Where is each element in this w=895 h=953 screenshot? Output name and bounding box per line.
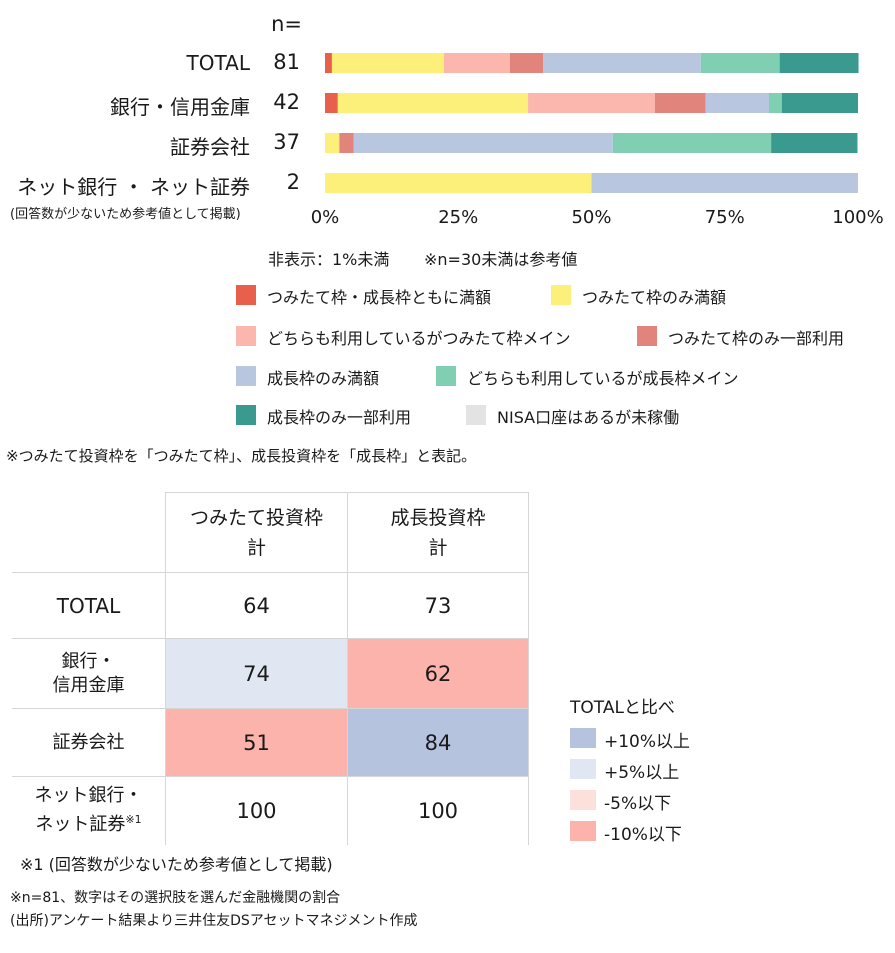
- bar-segment: [705, 93, 769, 113]
- legend-label: どちらも利用しているがつみたて枠メイン: [267, 329, 571, 348]
- bar-segment: [591, 173, 858, 193]
- legend-swatch: [236, 285, 256, 305]
- legend-label: つみたて枠のみ満額: [582, 288, 727, 307]
- x-tick-label: 50%: [571, 207, 612, 228]
- legend-swatch: [236, 326, 256, 346]
- row-label: ネット銀行 ・ ネット証券: [17, 175, 250, 199]
- table-cell: 51: [165, 708, 348, 777]
- bar-segment: [325, 53, 332, 73]
- legend-label: 成長枠のみ満額: [267, 369, 380, 388]
- bar-segment: [768, 93, 782, 113]
- x-tick-label: 75%: [704, 207, 745, 228]
- table-cell: 100: [347, 776, 529, 845]
- table-header-tsumitate: つみたて投資枠計: [165, 492, 348, 573]
- bar-segment: [612, 133, 772, 153]
- n-header: n=: [271, 12, 302, 36]
- shade-legend-label: -5%以下: [604, 794, 672, 814]
- bar-segment: [700, 53, 780, 73]
- footnote-marker: ※1: [125, 813, 142, 827]
- legend-label: 成長枠のみ一部利用: [267, 408, 412, 427]
- row-n-value: 42: [273, 90, 300, 114]
- table-header-seicho: 成長投資枠計: [347, 492, 529, 573]
- bar-segment: [542, 53, 701, 73]
- bar-segment: [325, 173, 592, 193]
- chart-footnote: ※つみたて投資枠を「つみたて枠」、成長投資枠を「成長枠」と表記。: [6, 447, 477, 465]
- shade-legend-label: +10%以上: [604, 732, 691, 752]
- bar-segment: [781, 93, 858, 113]
- bar-segment: [325, 133, 340, 153]
- bar-segment: [331, 53, 444, 73]
- legend-swatch: [236, 366, 256, 386]
- bar-segment: [353, 133, 613, 153]
- legend-label: つみたて枠のみ一部利用: [668, 329, 845, 348]
- legend-swatch: [236, 405, 256, 425]
- bar-segment: [337, 93, 529, 113]
- stacked-bar-chart: [325, 53, 859, 193]
- bar-segment: [325, 93, 338, 113]
- shade-legend-swatch: [570, 759, 596, 779]
- bar-segment: [509, 53, 543, 73]
- row-sublabel: (回答数が少ないため参考値として掲載): [10, 207, 241, 222]
- legend-label: NISA口座はあるが未稼働: [497, 408, 680, 427]
- table-cell: 73: [347, 572, 529, 639]
- shade-legend-label: +5%以上: [604, 763, 680, 783]
- legend-label: つみたて枠・成長枠ともに満額: [267, 288, 492, 307]
- table-corner: [12, 492, 166, 573]
- summary-table: つみたて投資枠計 成長投資枠計 TOTAL 64 73 銀行・信用金庫 74 6…: [12, 492, 529, 845]
- table-row-label-text: ネット銀行・ネット証券: [34, 785, 143, 836]
- bar-segment: [443, 53, 510, 73]
- table-row-label: 銀行・信用金庫: [12, 638, 166, 709]
- x-tick-label: 0%: [310, 207, 340, 228]
- bar-segment: [654, 93, 706, 113]
- row-label: 銀行・信用金庫: [110, 95, 250, 119]
- shade-legend-label: -10%以下: [604, 825, 682, 845]
- shade-legend-swatch: [570, 821, 596, 841]
- chart-note-reference: ※n=30未満は参考値: [424, 250, 578, 269]
- table-note-3: (出所)アンケート結果より三井住友DSアセットマネジメント作成: [10, 913, 418, 929]
- bar-segment: [339, 133, 354, 153]
- shade-legend-swatch: [570, 790, 596, 810]
- table-cell: 62: [347, 638, 529, 709]
- table-cell: 84: [347, 708, 529, 777]
- table-row-label: TOTAL: [12, 572, 166, 639]
- table-row-label: 証券会社: [12, 708, 166, 777]
- legend-swatch: [436, 366, 456, 386]
- table-cell: 64: [165, 572, 348, 639]
- row-n-value: 37: [273, 130, 300, 154]
- shade-legend-swatch: [570, 728, 596, 748]
- legend-swatch: [466, 405, 486, 425]
- table-note-2: ※n=81、数字はその選択肢を選んだ金融機関の割合: [10, 890, 341, 906]
- legend-label: どちらも利用しているが成長枠メイン: [467, 369, 739, 388]
- legend-swatch: [637, 326, 657, 346]
- bar-segment: [771, 133, 858, 153]
- x-tick-label: 100%: [832, 207, 884, 228]
- table-note-1: ※1 (回答数が少ないため参考値として掲載): [20, 855, 333, 874]
- row-n-value: 81: [273, 50, 300, 74]
- chart-note-hidden: 非表示：1%未満: [268, 250, 390, 269]
- table-row-label: ネット銀行・ネット証券※1: [12, 776, 166, 845]
- legend-swatch: [551, 285, 571, 305]
- table-cell: 74: [165, 638, 348, 709]
- row-label: 証券会社: [170, 135, 250, 159]
- x-tick-label: 25%: [438, 207, 479, 228]
- table-cell: 100: [165, 776, 348, 845]
- bar-segment: [528, 93, 655, 113]
- row-label: TOTAL: [186, 51, 250, 75]
- shade-legend-title: TOTALと比べ: [570, 698, 675, 718]
- row-n-value: 2: [286, 170, 300, 194]
- bar-segment: [779, 53, 859, 73]
